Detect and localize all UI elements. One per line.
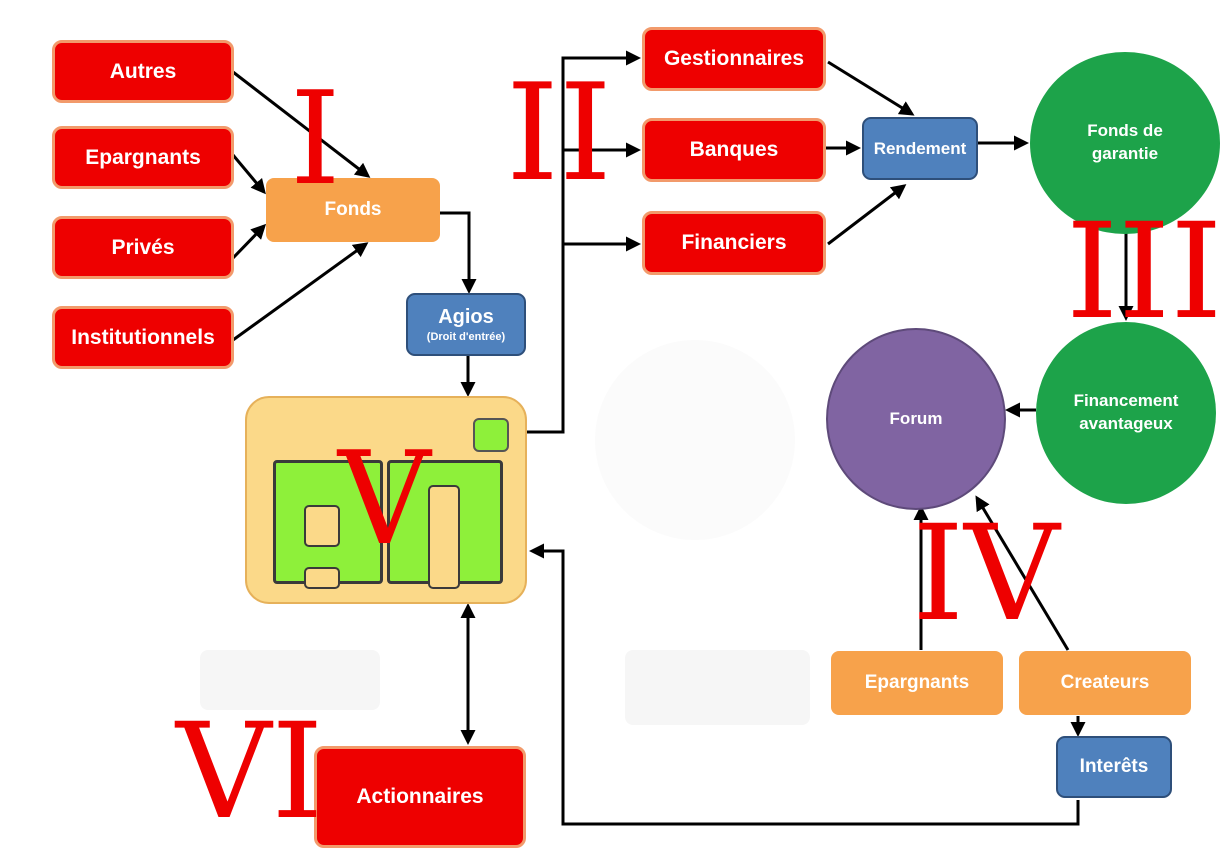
rendement-box: Rendement: [862, 117, 978, 180]
roman-numeral-i: I: [290, 65, 341, 214]
actionnaires-box: Actionnaires: [314, 746, 526, 848]
logo-letter-a: [273, 460, 383, 589]
financement-circle: Financement avantageux: [1036, 322, 1216, 504]
source-autres: Autres: [52, 40, 234, 103]
logo-dot: [473, 418, 509, 452]
agios-title: Agios: [438, 306, 494, 328]
source-epargnants-label: Epargnants: [85, 145, 201, 169]
financement-label: Financement avantageux: [1073, 391, 1179, 433]
fonds-label: Fonds: [324, 199, 382, 220]
actionnaires-label: Actionnaires: [356, 785, 484, 808]
epargnants-bottom-label: Epargnants: [864, 672, 970, 693]
createurs-label: Createurs: [1060, 672, 1150, 693]
epargnants-bottom-box: Epargnants: [831, 651, 1003, 715]
forum-circle: Forum: [826, 328, 1006, 510]
interets-label: Interêts: [1079, 756, 1149, 777]
avi-logo: [245, 396, 527, 604]
banques-label: Banques: [689, 138, 779, 161]
financiers-label: Financiers: [681, 231, 787, 254]
source-epargnants: Epargnants: [52, 126, 234, 189]
roman-numeral-ii: II: [506, 55, 612, 211]
rendement-label: Rendement: [873, 138, 967, 158]
source-autres-label: Autres: [109, 59, 177, 83]
fonds-garantie-circle: Fonds de garantie: [1030, 52, 1220, 234]
source-institutionnels-label: Institutionnels: [71, 325, 215, 349]
interets-box: Interêts: [1056, 736, 1172, 798]
createurs-box: Createurs: [1019, 651, 1191, 715]
gestionnaires-label: Gestionnaires: [663, 47, 805, 70]
agios-subtitle: (Droit d'entrée): [426, 331, 506, 343]
faint-box: [625, 650, 810, 725]
faint-box: [200, 650, 380, 710]
agios-box: Agios (Droit d'entrée): [406, 293, 526, 356]
fonds-box: Fonds: [266, 178, 440, 242]
banques-box: Banques: [642, 118, 826, 182]
forum-label: Forum: [889, 408, 943, 428]
faint-circle: [595, 340, 795, 540]
source-prives-label: Privés: [111, 235, 175, 259]
logo-letter-n: [387, 460, 503, 589]
roman-numeral-vi: VI: [176, 695, 324, 849]
source-institutionnels: Institutionnels: [52, 306, 234, 369]
fonds-garantie-label: Fonds de garantie: [1087, 121, 1163, 163]
gestionnaires-box: Gestionnaires: [642, 27, 826, 91]
roman-numeral-iii: III: [1066, 195, 1223, 349]
financiers-box: Financiers: [642, 211, 826, 275]
roman-numeral-iv: IV: [912, 497, 1060, 651]
roman-numeral-v: V: [338, 425, 431, 574]
source-prives: Privés: [52, 216, 234, 279]
